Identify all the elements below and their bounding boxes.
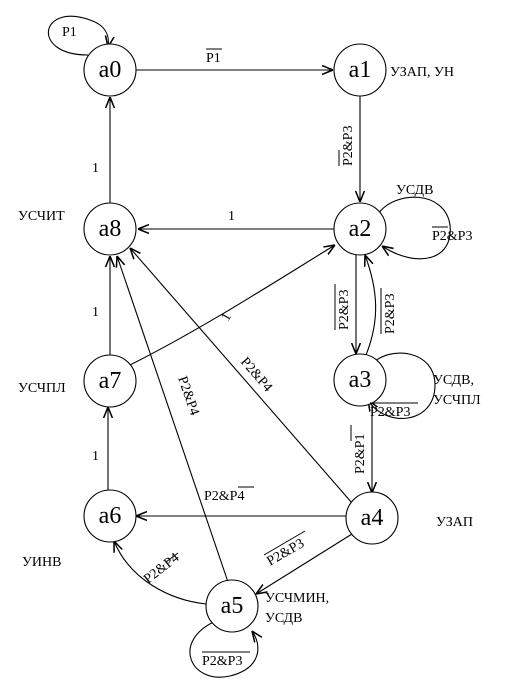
a2-outputs: УСДВ xyxy=(396,183,433,198)
state-a5-label: a5 xyxy=(221,593,244,619)
a7-outputs: УСЧПЛ xyxy=(18,381,66,396)
state-a3-label: a3 xyxy=(349,367,372,393)
a3-outputs-line2: УСЧПЛ xyxy=(433,393,481,408)
cond-a3-a4: P2&P1 xyxy=(353,434,368,474)
cond-a3-a2: P2&P3 xyxy=(383,294,398,334)
edge-a5-a6 xyxy=(114,541,207,605)
cond-a3-a3: P2&P3 xyxy=(370,405,410,420)
edge-a5-a5 xyxy=(189,619,258,678)
edge-a5-a8 xyxy=(117,256,229,583)
cond-a6-a7: 1 xyxy=(92,449,99,464)
state-a1-node xyxy=(333,43,387,97)
a3-outputs-line1: УСДВ, xyxy=(433,373,474,388)
state-a4-node xyxy=(345,491,399,545)
a5-outputs-line2: УСДВ xyxy=(265,611,302,626)
cond-a4-a6: P2&P4 xyxy=(204,489,244,504)
cond-a4-a8: P2&P4 xyxy=(237,355,275,395)
state-a1-label: a1 xyxy=(349,57,372,83)
cond-a0-a1: P1 xyxy=(206,51,221,66)
state-a7-node xyxy=(83,354,137,408)
state-a2-node xyxy=(333,202,387,256)
cond-a7-a8: 1 xyxy=(92,305,99,320)
cond-a5-a6: P2&P4 xyxy=(141,550,182,587)
state-a5-node xyxy=(205,579,259,633)
cond-a8-a0: 1 xyxy=(92,161,99,176)
state-a6-label: a6 xyxy=(99,503,122,529)
state-a8-node xyxy=(83,202,137,256)
state-a7-label: a7 xyxy=(99,368,122,394)
edge-a4-a5 xyxy=(256,533,353,594)
a8-outputs: УСЧИТ xyxy=(18,209,65,224)
edge-a3-a2 xyxy=(365,255,377,356)
edge-a7-a2 xyxy=(127,245,335,367)
state-a2-label: a2 xyxy=(349,216,372,242)
state-a8-label: a8 xyxy=(99,216,122,242)
edge-a4-a8 xyxy=(130,248,353,504)
cond-a1-a2: P2&P3 xyxy=(341,126,356,166)
cond-a5-a5: P2&P3 xyxy=(202,654,242,669)
cond-a5-a8: P2&P4 xyxy=(174,374,201,417)
state-a0-node xyxy=(83,43,137,97)
overline-a5-a6 xyxy=(165,552,179,563)
overline-a4-a5 xyxy=(263,530,306,556)
state-a0-label: a0 xyxy=(99,57,122,83)
cond-a2-a8: 1 xyxy=(228,209,235,224)
cond-a0-a0: P1 xyxy=(62,25,77,40)
a4-outputs: УЗАП xyxy=(436,515,473,530)
cond-a4-a5: P2&P3 xyxy=(265,536,308,569)
cond-a2-a2: P2&P3 xyxy=(432,229,472,244)
edge-a2-a2 xyxy=(377,196,451,260)
edge-a3-a3 xyxy=(368,352,436,419)
a5-outputs-line1: УСЧМИН, xyxy=(265,591,329,606)
a1-outputs: УЗАП, УН xyxy=(390,65,454,80)
cond-a7-a2: 1 xyxy=(218,310,234,324)
cond-a2-a3: P2&P3 xyxy=(337,290,352,330)
edge-a0-a0 xyxy=(47,15,108,56)
state-a4-label: a4 xyxy=(361,505,384,531)
a6-outputs: УИНВ xyxy=(22,555,61,570)
state-a3-node xyxy=(333,353,387,407)
state-a6-node xyxy=(83,489,137,543)
